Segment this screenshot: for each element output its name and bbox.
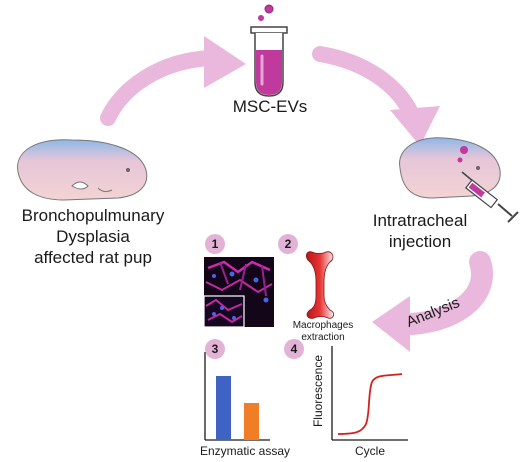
syringe-icon — [461, 171, 519, 223]
bar-orange — [244, 403, 259, 440]
arrow-to-analysis — [372, 251, 493, 352]
enzymatic-chart — [204, 352, 270, 441]
arrow-to-evs — [100, 36, 246, 126]
injection-line1: Intratracheal — [372, 211, 468, 230]
macrophages-line1: Macrophages — [292, 320, 354, 331]
source-line3: affected rat pup — [34, 248, 152, 267]
microscopy-image — [203, 257, 274, 328]
panel-badge-2: 2 — [278, 234, 298, 254]
macrophages-label: Macrophages extraction — [282, 320, 364, 344]
qpcr-chart — [331, 346, 408, 441]
source-label: Bronchopulmunary Dysplasia affected rat … — [0, 205, 186, 268]
panel-badge-4: 4 — [284, 339, 304, 359]
bone-icon — [306, 251, 334, 319]
msc-evs-label: MSC-EVs — [232, 97, 308, 116]
injection-line2: injection — [388, 232, 452, 251]
macrophages-line2: extraction — [301, 332, 345, 343]
rat-pup-icon — [17, 139, 148, 201]
arrow-to-injection — [312, 46, 440, 146]
bar-blue — [216, 376, 231, 440]
source-line1: Bronchopulmunary — [21, 206, 165, 225]
panel-badge-1: 1 — [205, 234, 225, 254]
test-tube-icon — [250, 4, 288, 97]
fluorescence-axis-label: Fluorescence — [311, 354, 325, 428]
source-line2: Dysplasia — [56, 227, 130, 246]
injection-label: Intratracheal injection — [355, 210, 485, 252]
amplification-curve — [337, 373, 403, 435]
enzymatic-assay-label: Enzymatic assay — [199, 444, 291, 458]
injected-rat-icon — [399, 137, 501, 199]
panel-badge-3: 3 — [205, 339, 225, 359]
cycle-axis-label: Cycle — [354, 444, 385, 458]
